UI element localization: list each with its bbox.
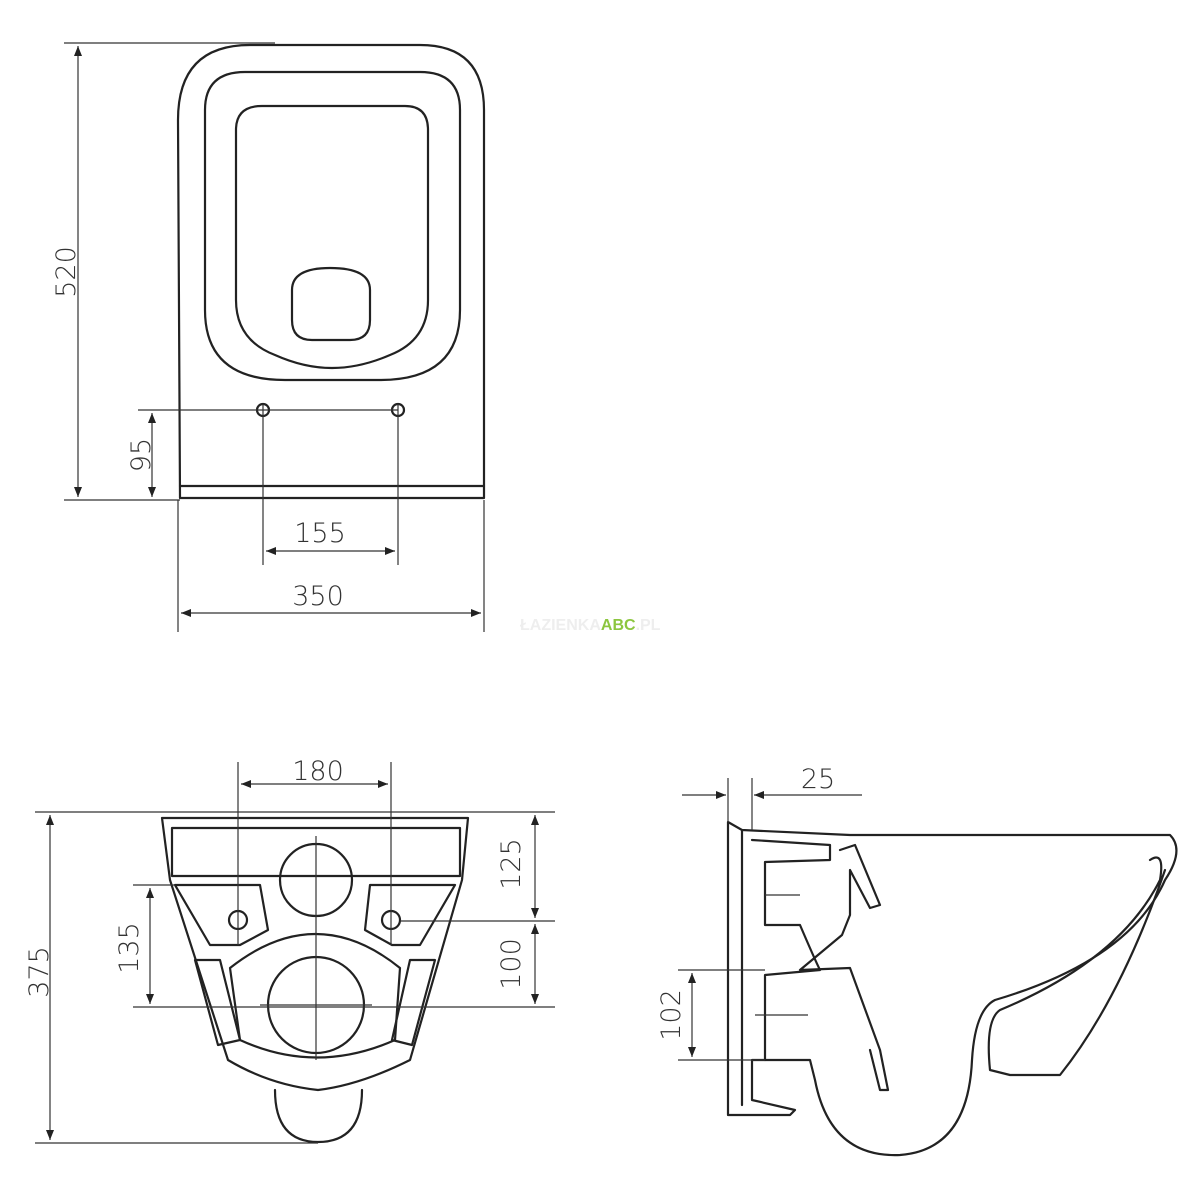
top-view: 520 95 155 350 [51,42,486,632]
dim-holes-height-95: 95 [126,438,157,472]
dim-holes-spacing-155: 155 [294,518,346,549]
outlet [290,266,372,342]
dim-width-350: 350 [292,581,344,612]
dim-height-520: 520 [51,246,82,298]
back-view: 180 375 135 125 100 [24,756,555,1144]
dim-thickness-25: 25 [801,764,835,795]
rim-inner [203,70,462,382]
watermark: ŁAZIENKAABC.PL [520,617,661,634]
dim-upper-125: 125 [496,838,527,890]
bowl-inner [234,104,430,370]
dim-lower-135: 135 [114,922,145,974]
dim-middle-100: 100 [496,938,527,990]
dim-height-375: 375 [24,946,55,998]
outlet-rim [228,933,402,1059]
back-outline [160,816,470,1092]
bowl-outline [176,43,486,500]
left-rib [173,883,270,947]
dim-spacing-180: 180 [292,756,344,787]
outlet-bottom [273,1088,364,1144]
right-rib [363,883,457,947]
side-outline [726,820,1178,1157]
dim-offset-102: 102 [656,989,687,1041]
side-view: 25 102 [656,764,1178,1157]
